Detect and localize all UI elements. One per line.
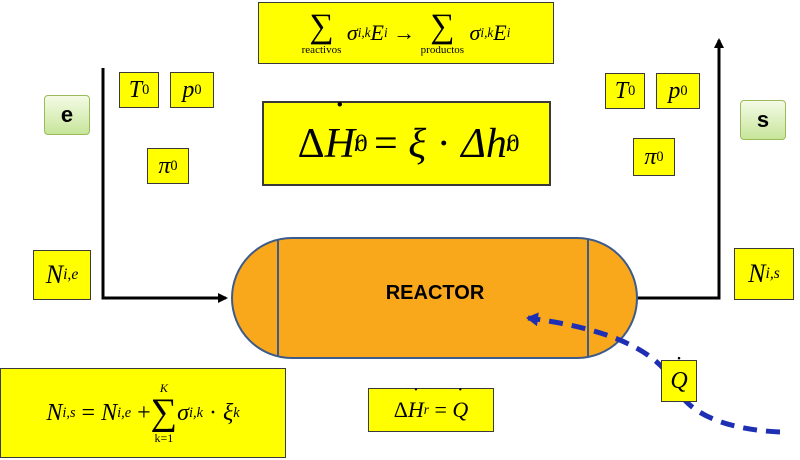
inlet-tag: e [44, 95, 90, 135]
inlet-flow-line [101, 68, 228, 303]
outlet-flow-line [636, 38, 724, 300]
sum-reactivos: ∑ reactivos [301, 8, 342, 56]
outlet-tag: s [740, 100, 786, 140]
heat-equation: ΔHr = Q [368, 383, 494, 432]
heat-label: Q [661, 353, 697, 402]
reactor-label: REACTOR [385, 282, 485, 304]
reactor-vessel [231, 237, 638, 359]
sum-k: K ∑ k=1 [150, 381, 178, 445]
sum-productos: ∑ productos [420, 8, 465, 56]
